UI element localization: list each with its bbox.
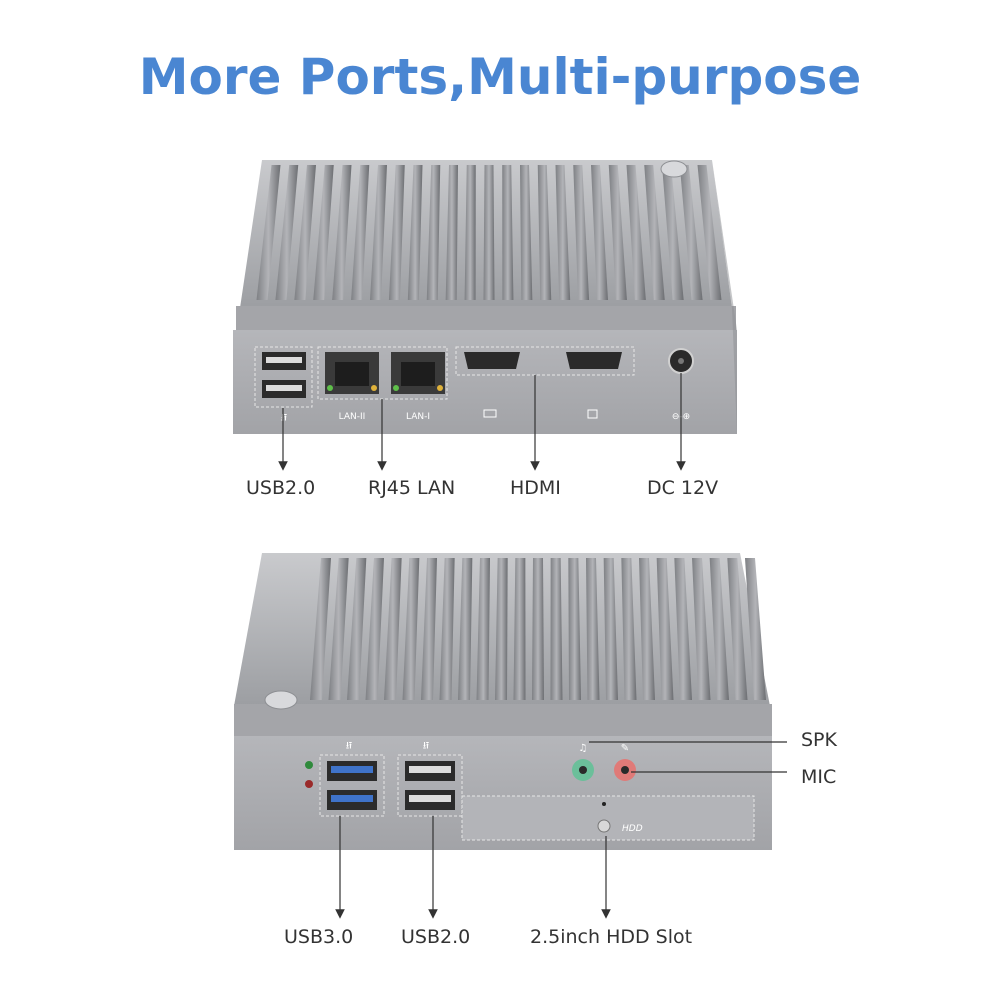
top-device-heatsink-fins xyxy=(256,165,722,300)
screw-icon xyxy=(597,819,611,833)
top-dc-label: DC 12V xyxy=(647,477,719,499)
top-device: ⭿ LAN-II LAN-I ⊖-⊕ xyxy=(233,160,737,471)
heatsink-fin xyxy=(476,558,490,700)
heatsink-fin xyxy=(384,558,402,700)
heatsink-fin xyxy=(621,558,637,700)
usb-symbol-icon: ⭿ xyxy=(346,741,352,752)
heatsink-fin xyxy=(407,165,423,300)
display-symbol-icon xyxy=(587,409,598,419)
heatsink-fin xyxy=(745,558,766,700)
page-title: More Ports,Multi-purpose xyxy=(138,48,862,106)
heatsink-fin xyxy=(692,558,711,700)
heatsink-fin xyxy=(464,165,476,300)
heatsink-fin xyxy=(555,165,571,300)
heatsink-fin xyxy=(550,558,563,700)
heatsink-fin xyxy=(351,165,370,300)
hdd-slot-cover xyxy=(461,795,755,841)
heatsink-fin xyxy=(256,165,281,300)
lan-ii-mark: LAN-II xyxy=(339,412,366,422)
heatsink-fin xyxy=(709,558,729,700)
bottom-hdd-label: 2.5inch HDD Slot xyxy=(530,926,693,948)
heatsink-fin xyxy=(520,165,533,300)
top-device-side xyxy=(712,160,737,434)
heatsink-fin xyxy=(586,558,600,700)
top-hdmi-label: HDMI xyxy=(510,477,561,499)
bottom-device: ⭿ ⭿ ♫ ✎ HDD xyxy=(234,553,787,919)
heatsink-fin xyxy=(603,558,618,700)
heatsink-fin xyxy=(332,165,352,300)
heatsink-fin xyxy=(644,165,665,300)
heatsink-fin xyxy=(727,558,748,700)
usb-symbol-icon: ⭿ xyxy=(423,741,429,752)
heatsink-fin xyxy=(445,165,458,300)
lan-i-mark: LAN-I xyxy=(406,412,430,422)
top-usb-label: USB2.0 xyxy=(246,477,316,499)
led-red-icon xyxy=(305,780,313,788)
heatsink-fin xyxy=(370,165,387,300)
bottom-device-heatsink-fins xyxy=(310,558,766,700)
heatsink-fin xyxy=(439,558,455,700)
heatsink-fin xyxy=(537,165,552,300)
bottom-device-lip xyxy=(234,704,772,738)
heatsink-fin xyxy=(697,165,722,300)
heatsink-fin xyxy=(532,558,544,700)
heatsink-fin xyxy=(573,165,590,300)
heatsink-fin xyxy=(294,165,316,300)
top-device-front-panel xyxy=(233,330,737,434)
heatsink-fin xyxy=(426,165,441,300)
bottom-spk-label: SPK xyxy=(801,729,837,751)
heatsink-fin xyxy=(679,165,703,300)
hdmi-port-icon xyxy=(464,352,520,369)
heatsink-fin xyxy=(347,558,367,700)
heatsink-fin xyxy=(568,558,581,700)
heatsink-fin xyxy=(458,558,473,700)
usb-group-outline xyxy=(254,346,313,408)
heatsink-fin xyxy=(402,558,420,700)
power-button-icon xyxy=(660,160,688,178)
usb3-group-outline xyxy=(319,754,385,817)
heatsink-fin xyxy=(591,165,608,300)
power-button-icon xyxy=(264,690,298,710)
heatsink-fin xyxy=(313,165,334,300)
bottom-mic-label: MIC xyxy=(801,766,837,788)
heatsink-fin xyxy=(310,558,331,700)
heatsink-fin xyxy=(275,165,299,300)
hdmi-group-outline xyxy=(455,346,635,376)
headphone-symbol-icon: ♫ xyxy=(579,743,588,754)
heatsink-fin xyxy=(502,165,514,300)
bottom-usb3-label: USB3.0 xyxy=(284,926,354,948)
heatsink-fin xyxy=(513,558,526,700)
hdd-mark: HDD xyxy=(622,824,643,834)
heatsink-fin xyxy=(608,165,627,300)
heatsink-fin xyxy=(483,165,495,300)
usb-symbol-icon: ⭿ xyxy=(281,413,287,424)
heatsink-fin xyxy=(656,558,674,700)
top-device-lip xyxy=(236,306,736,332)
heatsink-fin xyxy=(421,558,437,700)
heatsink-fin xyxy=(674,558,692,700)
heatsink-fin xyxy=(495,558,508,700)
top-lan-label: RJ45 LAN xyxy=(368,477,456,499)
heatsink-fin xyxy=(639,558,655,700)
usb2-group-outline xyxy=(397,754,463,817)
display-symbol-icon xyxy=(483,409,497,418)
hdmi-port-icon xyxy=(566,352,622,369)
heatsink-fin xyxy=(388,165,405,300)
heatsink-fin xyxy=(626,165,646,300)
mic-symbol-icon: ✎ xyxy=(621,743,629,754)
heatsink-fin xyxy=(662,165,684,300)
heatsink-fin xyxy=(328,558,349,700)
bottom-usb2-label: USB2.0 xyxy=(401,926,471,948)
heatsink-fin xyxy=(365,558,384,700)
led-green-icon xyxy=(305,761,313,769)
